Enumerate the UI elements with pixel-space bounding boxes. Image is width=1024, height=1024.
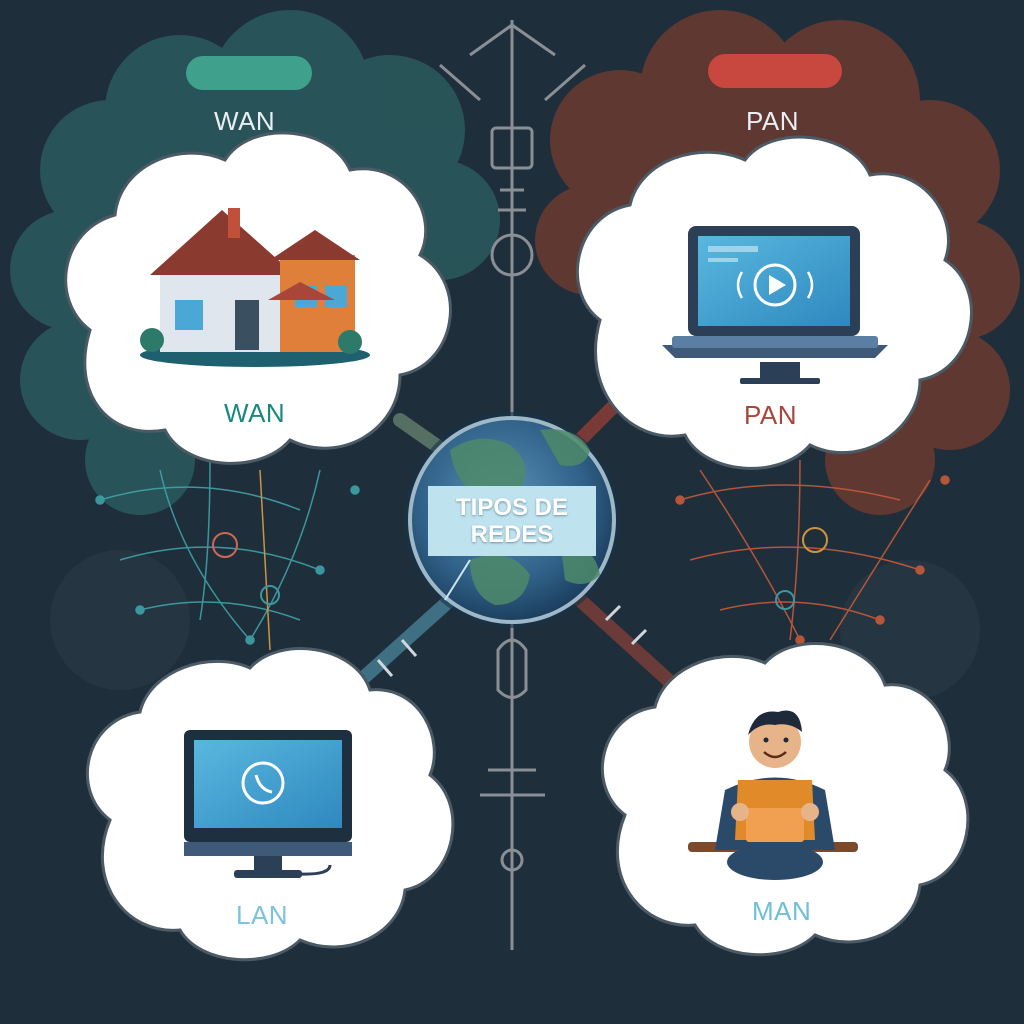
lan-cloud-label: LAN [236,900,289,930]
pan-network-web [675,459,950,645]
wan-pill [186,56,312,90]
pan-pill [708,54,842,88]
monitor-icon [184,730,352,878]
person-tablet-icon [688,710,858,880]
wan-header-label: WAN [214,106,276,136]
laptop-icon [662,226,888,384]
pan-cloud-label: PAN [744,400,798,430]
house-icon [140,208,370,367]
title-line-1: TIPOS DE [455,494,569,521]
wan-network-web [95,459,360,651]
man-cloud-label: MAN [752,896,812,926]
wan-cloud-label: WAN [224,398,286,428]
title-line-2: REDES [470,521,554,548]
center-title: TIPOS DE REDES [428,486,596,556]
beam-rungs [376,604,648,677]
pan-header-label: PAN [746,106,800,136]
